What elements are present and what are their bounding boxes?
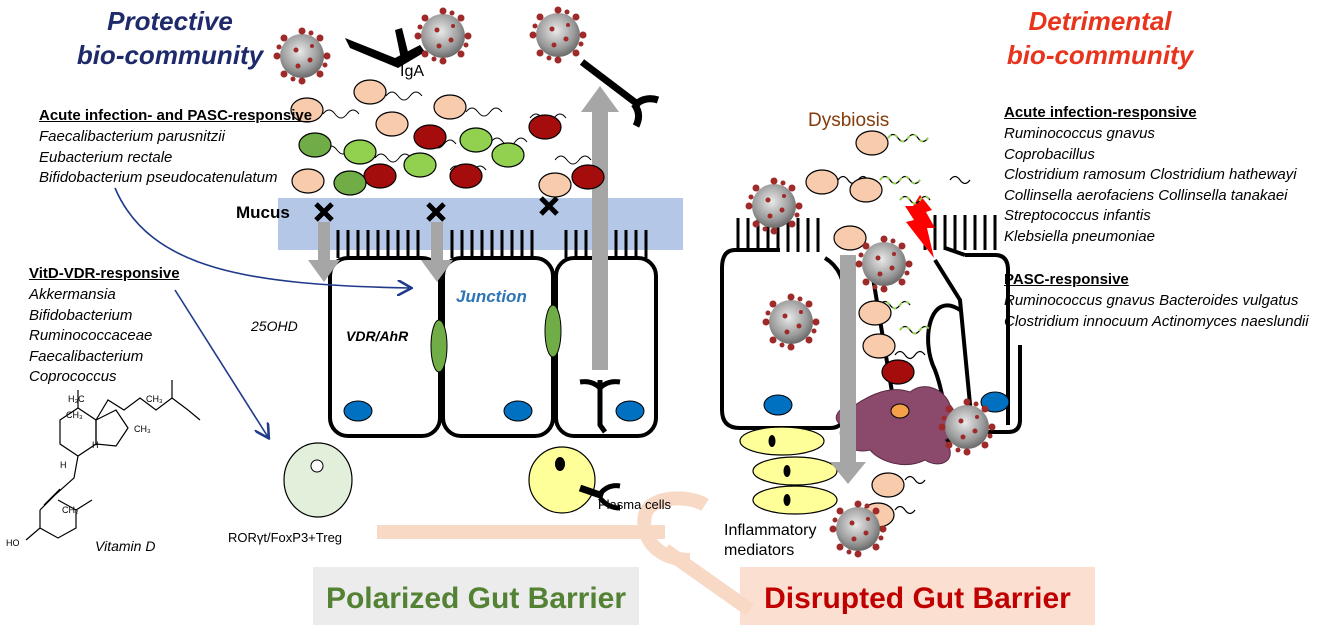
treg-label: RORγt/FoxP3+Treg <box>228 530 343 545</box>
plasma-cells-label: Plasma cells <box>598 497 671 512</box>
vitd-list: Akkermansia Bifidobacterium Ruminococcac… <box>29 285 152 388</box>
iga-antibody <box>345 28 425 68</box>
plasma-cell <box>528 446 621 514</box>
list-item: Eubacterium rectale <box>39 148 173 166</box>
chem-label: H₃C <box>68 394 85 404</box>
pasc-list: Ruminococcus gnavus Bacteroides vulgatus… <box>1004 291 1309 332</box>
inflammatory-mediators-label: Inflammatory mediators <box>724 522 817 559</box>
iga-label: IgA <box>400 63 425 80</box>
virus <box>762 293 820 351</box>
chem-label: CH₃ <box>134 424 151 434</box>
list-item: Bifidobacterium <box>29 306 133 324</box>
vitd-header: VitD-VDR-responsive <box>29 265 180 282</box>
arrow-to-treg <box>174 289 268 437</box>
chem-label: CH₃ <box>66 410 83 420</box>
protective-title: Protective bio-community <box>76 6 264 70</box>
nuclei-right <box>763 391 1010 416</box>
list-item: Ruminococcus gnavus Bacteroides vulgatus <box>1004 292 1299 309</box>
iga-antibody-transported <box>579 59 660 128</box>
list-item: Clostridium ramosum Clostridium hatheway… <box>1004 166 1297 183</box>
25ohd-label: 25OHD <box>251 318 298 334</box>
dysbiosis-label: Dysbiosis <box>808 110 890 131</box>
vitamin-d-structure <box>25 380 201 541</box>
list-item: Streptococcus infantis <box>1004 207 1151 224</box>
list-item: Collinsella aerofaciens Collinsella tana… <box>1004 186 1288 204</box>
virus <box>855 235 913 293</box>
vdr-label: VDR/AhR <box>346 328 409 344</box>
gray-arrows-down <box>308 222 453 282</box>
list-item: Faecalibacterium parusnitzii <box>39 128 225 145</box>
immune-cells-stack <box>739 426 838 515</box>
iga-receptor-cell <box>579 379 621 434</box>
chem-label: CH₂ <box>62 505 79 515</box>
tight-junctions-left <box>430 304 562 373</box>
detrimental-acute-header: Acute infection-responsive <box>1004 104 1197 121</box>
nuclei-left <box>343 400 645 422</box>
inhibition-connector <box>377 491 755 616</box>
chem-label: H <box>92 440 99 450</box>
mucus-label: Mucus <box>236 203 290 222</box>
chem-label: CH₃ <box>146 394 163 404</box>
detrimental-title: Detrimental bio-community <box>1006 6 1194 70</box>
damage-lightning <box>905 195 935 258</box>
penetration-arrow <box>830 255 866 484</box>
vitamin-d-label: Vitamin D <box>95 538 156 554</box>
detrimental-bacteria <box>805 130 971 528</box>
virus <box>745 177 803 235</box>
polarized-gut-barrier-banner: Polarized Gut Barrier <box>325 582 627 615</box>
list-item: Coprobacillus <box>1004 145 1095 163</box>
microvilli-left <box>336 230 648 258</box>
protective-acute-header: Acute infection- and PASC-responsive <box>39 107 313 124</box>
list-item: Ruminococcus gnavus <box>1004 125 1155 142</box>
open-crypt <box>945 345 1022 434</box>
virus <box>938 398 996 456</box>
list-item: Bifidobacterium pseudocatenulatum <box>39 169 278 186</box>
polarized-banner-bg <box>313 567 639 625</box>
chem-label: HO <box>6 538 20 548</box>
list-item: Coprococcus <box>29 368 117 385</box>
disrupted-banner-bg <box>740 567 1095 625</box>
protective-bacteria <box>290 79 605 198</box>
virus <box>829 500 887 558</box>
treg-cell <box>283 442 353 518</box>
list-item: Faecalibacterium <box>29 347 144 365</box>
list-item: Clostridium innocuum Actinomyces naeslun… <box>1004 312 1309 330</box>
block-marks <box>314 196 559 222</box>
detrimental-acute-list: Ruminococcus gnavus Coprobacillus Clostr… <box>1004 124 1297 247</box>
disrupted-gut-barrier-banner: Disrupted Gut Barrier <box>764 582 1071 615</box>
chem-label: H <box>60 460 67 470</box>
junction-label: Junction <box>456 287 527 306</box>
pasc-header: PASC-responsive <box>1004 271 1129 288</box>
list-item: Akkermansia <box>29 286 116 303</box>
protective-acute-list: Faecalibacterium parusnitzii Eubacterium… <box>39 127 277 189</box>
arrow-to-junction <box>114 187 410 288</box>
inflammatory-cell-nucleus <box>890 403 910 419</box>
list-item: Ruminococcaceae <box>29 327 153 344</box>
immune-cell-nuclei <box>768 435 791 506</box>
list-item: Klebsiella pneumoniae <box>1004 227 1155 245</box>
